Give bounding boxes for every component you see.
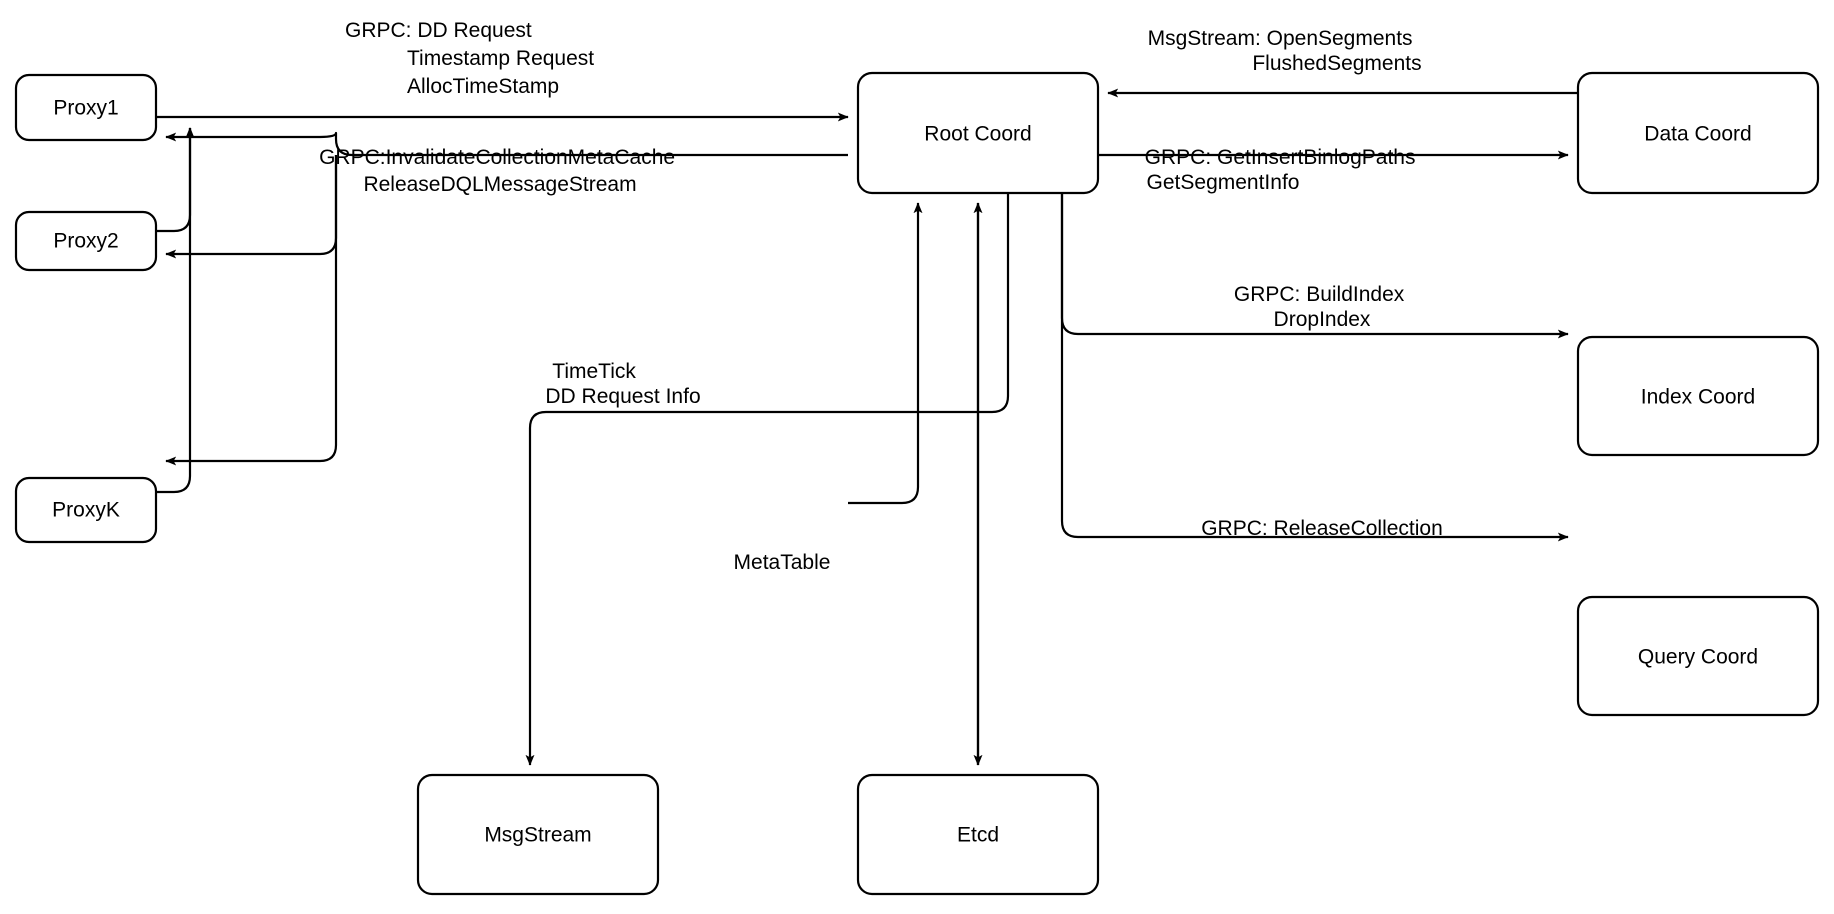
edge-label-line: DropIndex	[1274, 308, 1371, 331]
edge-label-line: GRPC: DD Request	[345, 19, 532, 42]
node-rootcoord-label: Root Coord	[924, 123, 1031, 146]
edge-label-line: GRPC: ReleaseCollection	[1201, 517, 1443, 540]
nodes-layer: Proxy1 Proxy2 ProxyK Root Coord Data Coo…	[14, 71, 1820, 896]
edge-proxyk-to-merge-bus	[156, 127, 195, 494]
edge-proxy2-to-merge-bus	[156, 127, 195, 233]
edge-label-rootcoord-to-querycoord: GRPC: ReleaseCollection	[1201, 517, 1443, 540]
edge-label-proxies-to-rootcoord: GRPC: DD Request Timestamp Request Alloc…	[345, 19, 600, 98]
edge-labels-layer: GRPC: DD Request Timestamp Request Alloc…	[319, 19, 1443, 574]
node-rootcoord-shape	[856, 71, 1100, 195]
edge-label-datacoord-to-rootcoord: MsgStream: OpenSegments FlushedSegments	[1148, 27, 1422, 75]
node-querycoord[interactable]: Query Coord	[1576, 595, 1820, 717]
node-etcd[interactable]: Etcd	[856, 773, 1100, 896]
node-indexcoord-label: Index Coord	[1641, 386, 1755, 409]
edge-label-line: GetSegmentInfo	[1147, 171, 1300, 194]
edge-rootcoord-to-querycoord	[1060, 193, 1569, 542]
edge-label-line: MetaTable	[734, 551, 831, 574]
node-indexcoord[interactable]: Index Coord	[1576, 335, 1820, 457]
node-datacoord[interactable]: Data Coord	[1576, 71, 1820, 195]
edge-label-line: TimeTick	[552, 360, 636, 383]
edge-label-line: GRPC:InvalidateCollectionMetaCache	[319, 146, 675, 169]
edge-label-rootcoord-to-indexcoord: GRPC: BuildIndex DropIndex	[1234, 283, 1410, 331]
node-proxyk[interactable]: ProxyK	[14, 476, 158, 544]
edges-layer	[156, 88, 1578, 766]
node-indexcoord-shape	[1576, 335, 1820, 457]
node-querycoord-label: Query Coord	[1638, 646, 1758, 669]
edge-label-rootcoord-to-proxies: GRPC:InvalidateCollectionMetaCache Relea…	[319, 146, 681, 196]
node-etcd-label: Etcd	[957, 824, 999, 847]
node-proxy2[interactable]: Proxy2	[14, 210, 158, 272]
edge-label-line: MsgStream: OpenSegments	[1148, 27, 1413, 50]
node-rootcoord[interactable]: Root Coord	[856, 71, 1100, 195]
node-proxy2-label: Proxy2	[53, 230, 118, 253]
node-datacoord-shape	[1576, 71, 1820, 195]
node-proxy2-shape	[14, 210, 158, 272]
edge-label-line: ReleaseDQLMessageStream	[363, 173, 636, 196]
edge-label-line: AllocTimeStamp	[407, 75, 559, 98]
edge-label-line: FlushedSegments	[1252, 52, 1421, 75]
edge-label-line: Timestamp Request	[407, 47, 594, 70]
edge-label-rootcoord-to-etcd: MetaTable	[734, 551, 831, 574]
edge-label-line: DD Request Info	[545, 385, 700, 408]
node-msgstream-label: MsgStream	[484, 824, 591, 847]
node-datacoord-label: Data Coord	[1644, 123, 1751, 146]
node-proxyk-label: ProxyK	[52, 499, 120, 522]
edge-label-line: GRPC: BuildIndex	[1234, 283, 1405, 306]
edge-msgstream-bus-to-rootcoord	[525, 193, 1010, 766]
edge-rootcoord-to-proxy1	[165, 131, 848, 157]
edge-label-rootcoord-to-msgstream: TimeTick DD Request Info	[545, 360, 700, 408]
node-proxy1[interactable]: Proxy1	[14, 73, 158, 142]
node-etcd-shape	[856, 773, 1100, 896]
node-querycoord-shape	[1576, 595, 1820, 717]
node-proxy1-label: Proxy1	[53, 97, 118, 120]
edge-label-rootcoord-to-datacoord: GRPC: GetInsertBinlogPaths GetSegmentInf…	[1145, 146, 1422, 194]
edge-bus-left-tail	[848, 486, 920, 505]
node-proxyk-shape	[14, 476, 158, 544]
edge-rootcoord-to-proxy2	[165, 155, 338, 259]
node-msgstream-shape	[416, 773, 660, 896]
edge-label-line: GRPC: GetInsertBinlogPaths	[1145, 146, 1416, 169]
node-proxy1-shape	[14, 73, 158, 142]
edge-rootcoord-to-proxyk	[165, 155, 338, 466]
node-msgstream[interactable]: MsgStream	[416, 773, 660, 896]
